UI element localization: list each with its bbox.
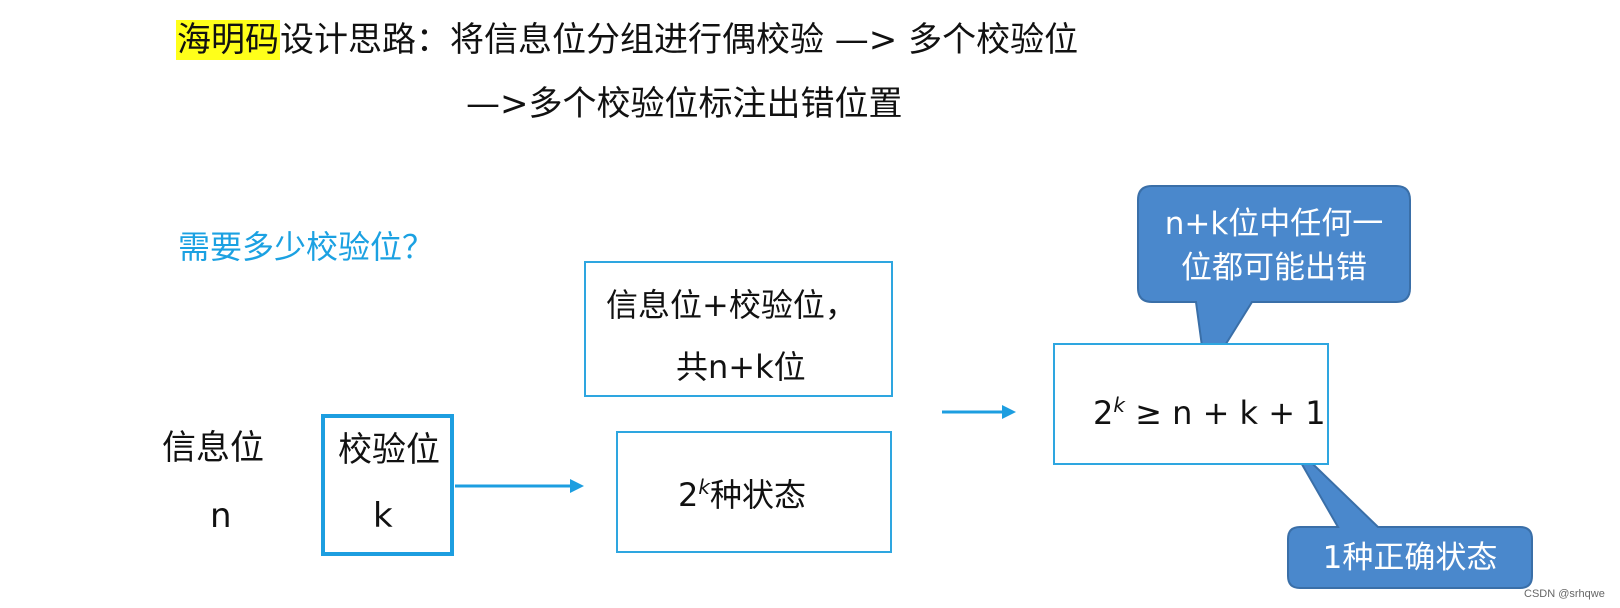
check-bits-label: 校验位 <box>338 430 440 470</box>
formula-box: 2k ≥ n + k + 1 <box>1053 343 1329 465</box>
states-box: 2k种状态 <box>616 431 892 553</box>
watermark: CSDN @srhqwe <box>1524 588 1605 600</box>
heading-line-1: 海明码设计思路：将信息位分组进行偶校验 —> 多个校验位 <box>176 18 1078 62</box>
callout-top-line-1: n+k位中任何一 <box>1164 206 1384 242</box>
formula-text: 2k ≥ n + k + 1 <box>1093 393 1326 433</box>
formula-base: 2 <box>1093 394 1114 432</box>
callout-top-bubble <box>1137 185 1411 379</box>
heading-line-2: —>多个校验位标注出错位置 <box>466 84 903 124</box>
info-bits-label: 信息位 <box>162 428 264 468</box>
info-bits-var: n <box>210 496 232 536</box>
arrow-to-formula <box>942 405 1016 419</box>
states-exponent: k <box>698 475 710 499</box>
heading-rest: 设计思路：将信息位分组进行偶校验 —> 多个校验位 <box>280 20 1079 60</box>
formula-rest: ≥ n + k + 1 <box>1124 394 1326 432</box>
check-bits-var: k <box>373 496 393 536</box>
total-bits-line-2: 共n+k位 <box>676 348 806 386</box>
total-bits-box: 信息位+校验位， 共n+k位 <box>584 261 893 397</box>
callout-bottom-bubble <box>1287 439 1533 589</box>
states-text: 2k种状态 <box>678 475 806 515</box>
question-text: 需要多少校验位？ <box>178 228 435 266</box>
arrow-check-to-states <box>455 479 584 493</box>
states-base: 2 <box>678 476 699 514</box>
formula-exponent: k <box>1113 393 1125 417</box>
states-suffix: 种状态 <box>709 476 806 514</box>
hamming-code-highlight: 海明码 <box>176 20 280 60</box>
callout-bottom-text: 1种正确状态 <box>1322 540 1498 576</box>
total-bits-line-1: 信息位+校验位， <box>606 286 857 324</box>
check-bits-box: 校验位 k <box>321 414 454 556</box>
callout-top-line-2: 位都可能出错 <box>1181 250 1367 286</box>
